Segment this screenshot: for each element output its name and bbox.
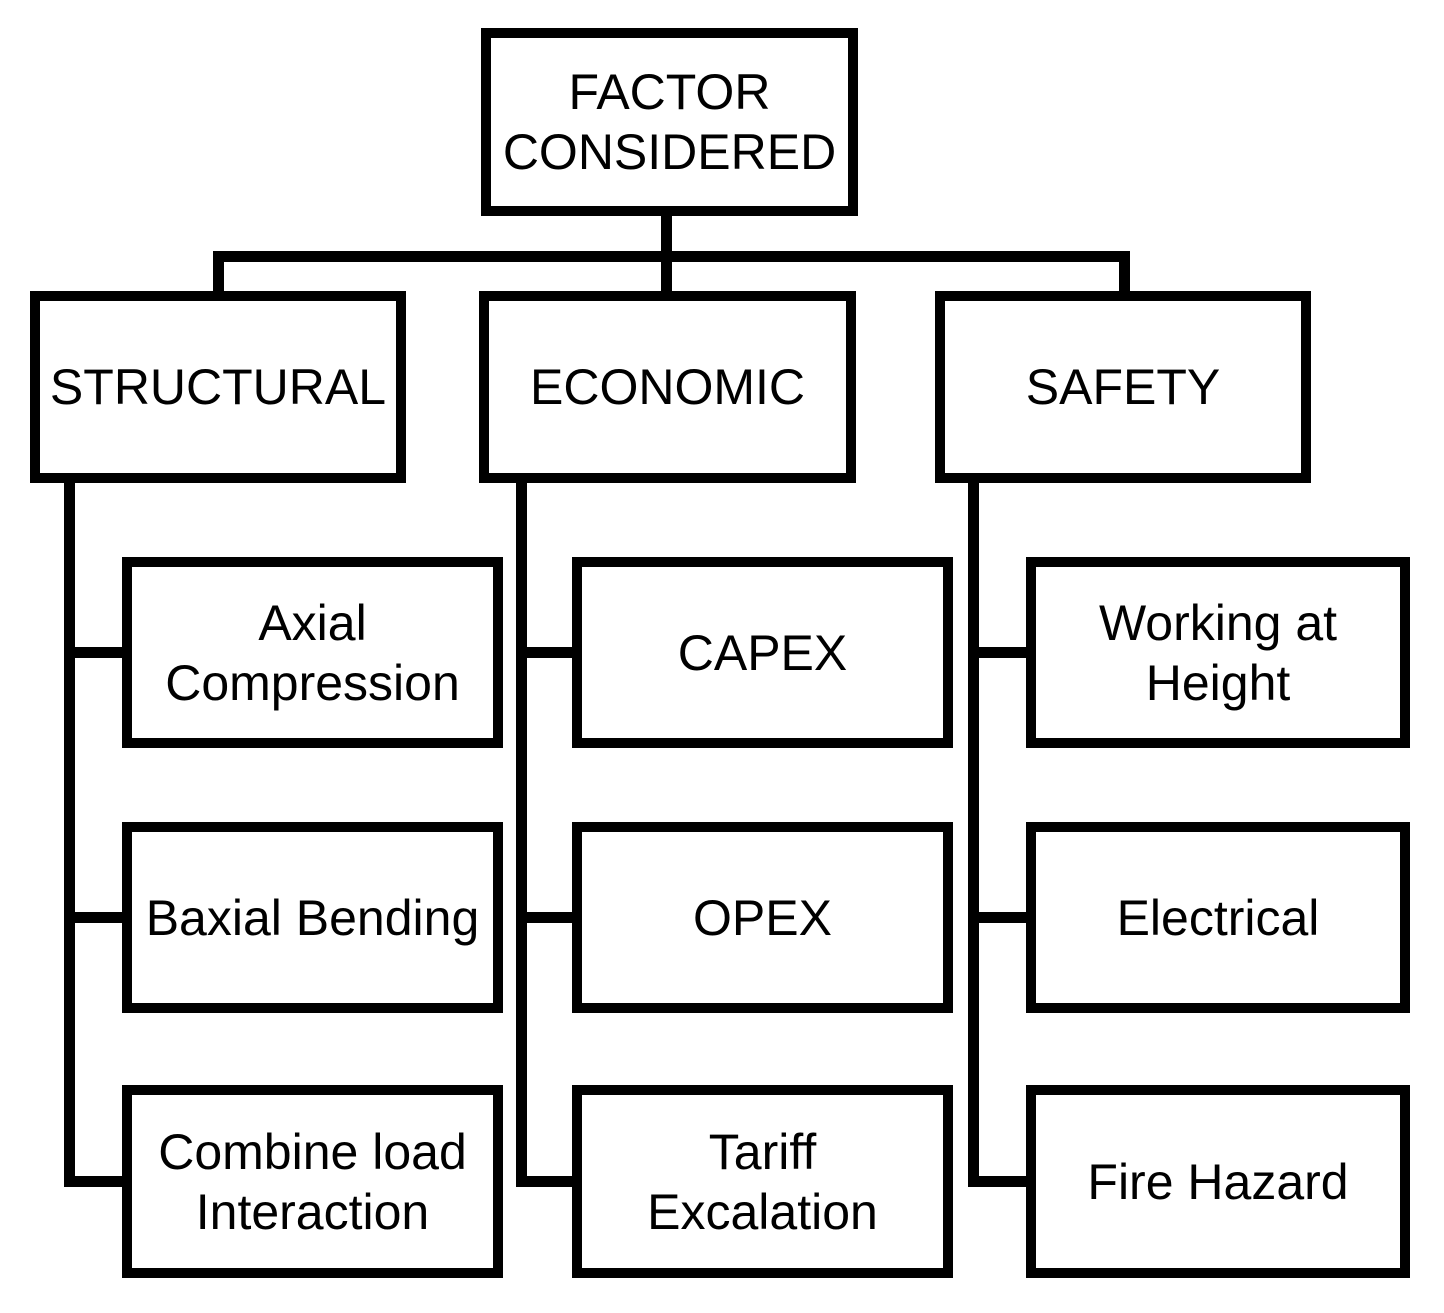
connector-stub-working-at-height xyxy=(968,647,1032,658)
connector-stub-axial-compression xyxy=(64,647,128,658)
connector-economic-feeder xyxy=(516,478,527,1187)
connector-rail xyxy=(213,251,1130,262)
node-economic: ECONOMIC xyxy=(479,291,856,483)
connector-safety-feeder xyxy=(968,478,979,1187)
node-electrical: Electrical xyxy=(1026,822,1410,1013)
node-working-at-height: Working at Height xyxy=(1026,557,1410,748)
connector-stub-combine-load xyxy=(64,1176,128,1187)
node-factor-considered: FACTOR CONSIDERED xyxy=(481,28,858,216)
node-fire-hazard: Fire Hazard xyxy=(1026,1085,1410,1278)
connector-stub-opex xyxy=(516,912,578,923)
connector-stub-fire-hazard xyxy=(968,1176,1032,1187)
connector-stub-electrical xyxy=(968,912,1032,923)
node-tariff-excalation: Tariff Excalation xyxy=(572,1085,953,1278)
node-opex: OPEX xyxy=(572,822,953,1013)
node-baxial-bending: Baxial Bending xyxy=(122,822,503,1013)
node-axial-compression: Axial Compression xyxy=(122,557,503,748)
node-safety: SAFETY xyxy=(935,291,1311,483)
connector-structural-feeder xyxy=(64,478,75,1187)
node-capex: CAPEX xyxy=(572,557,953,748)
connector-structural-drop xyxy=(213,251,224,296)
connector-safety-drop xyxy=(1119,251,1130,296)
node-combine-load-interaction: Combine load Interaction xyxy=(122,1085,503,1278)
connector-stub-baxial-bending xyxy=(64,912,128,923)
node-structural: STRUCTURAL xyxy=(30,291,406,483)
connector-stub-tariff xyxy=(516,1176,578,1187)
connector-stub-capex xyxy=(516,647,578,658)
